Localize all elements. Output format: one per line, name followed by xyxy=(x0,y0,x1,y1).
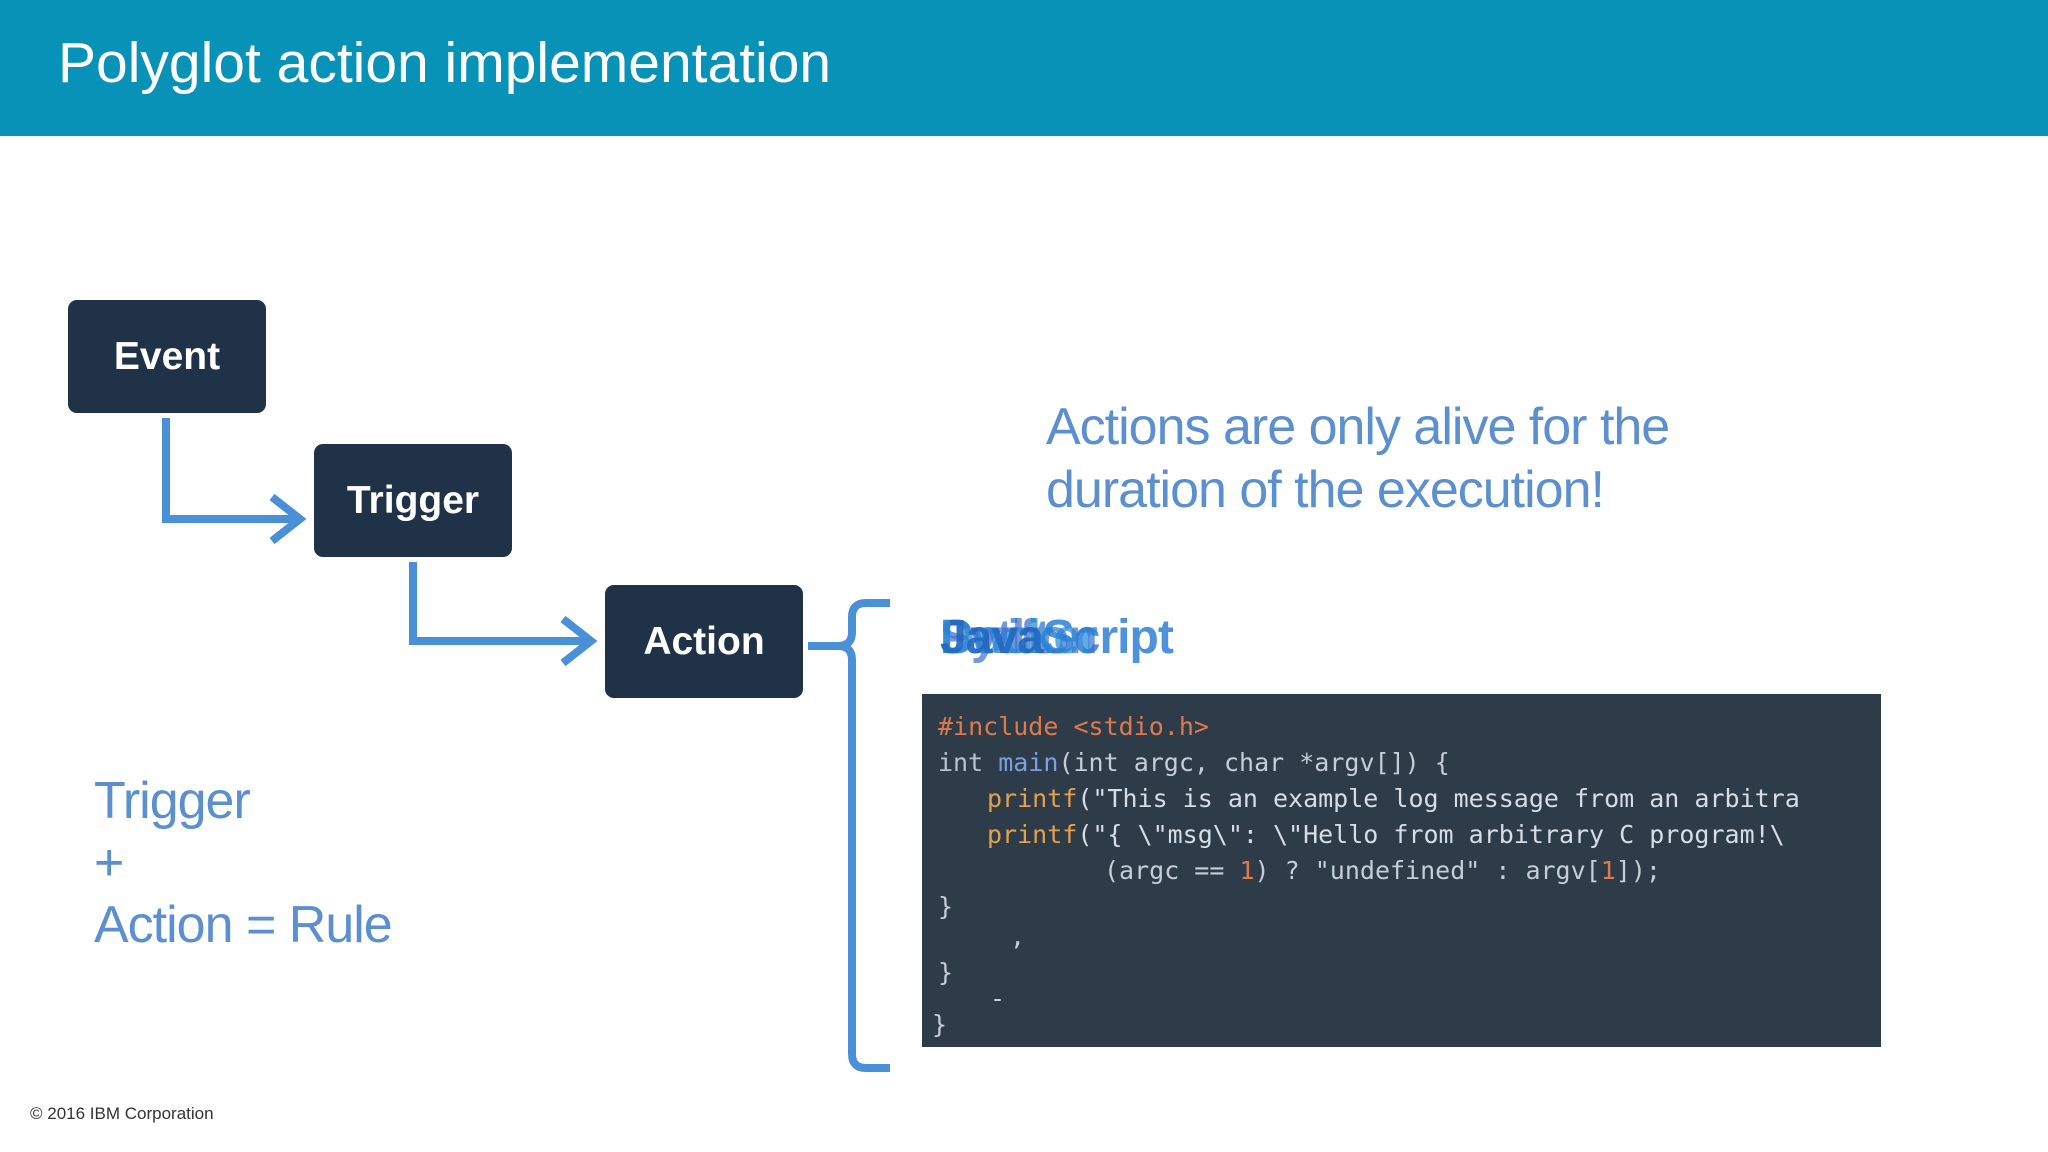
arrow-head-action xyxy=(560,615,598,667)
slide-header: Polyglot action implementation xyxy=(0,0,2048,136)
event-box: Event xyxy=(68,300,266,413)
code-line-1: #include <stdio.h> xyxy=(938,712,1209,741)
slide-title: Polyglot action implementation xyxy=(58,31,832,95)
rule-line-plus: + xyxy=(94,834,124,892)
language-stack: JavaScript Swift Python Docker Java xyxy=(940,610,1240,670)
action-label: Action xyxy=(643,619,765,663)
rule-equation: Trigger + Action = Rule xyxy=(94,770,393,956)
note-line-1: Actions are only alive for the xyxy=(1046,398,1670,456)
code-line-7: , xyxy=(1010,922,1026,951)
code-line-2: int main(int argc, char *argv[]) { xyxy=(938,748,1450,777)
arrow-trigger-to-action xyxy=(409,562,589,645)
language-label-swift: Swift xyxy=(940,611,1051,664)
code-line-10: } xyxy=(932,1010,948,1039)
language-label-javascript: JavaScript xyxy=(940,611,1174,664)
lifetime-note: Actions are only alive for the duration … xyxy=(1046,396,1766,522)
rule-line-trigger: Trigger xyxy=(94,772,251,830)
code-line-9: - xyxy=(990,984,1006,1013)
code-line-5: (argc == 1) ? "undefined" : argv[1]); xyxy=(1104,856,1661,885)
code-line-4: printf("{ \"msg\": \"Hello from arbitrar… xyxy=(987,820,1785,849)
language-label-docker: Docker xyxy=(940,611,1098,664)
arrow-event-to-trigger xyxy=(162,418,298,523)
trigger-label: Trigger xyxy=(346,478,480,522)
arrow-head-trigger xyxy=(269,493,307,545)
note-line-2: duration of the execution! xyxy=(1046,461,1605,519)
event-label: Event xyxy=(113,334,221,378)
code-line-8: } xyxy=(938,958,954,987)
code-sample: #include <stdio.h> int main(int argc, ch… xyxy=(922,694,1881,1047)
code-line-6: } xyxy=(938,892,954,921)
trigger-box: Trigger xyxy=(314,444,512,557)
action-box: Action xyxy=(605,585,803,698)
code-line-3: printf("This is an example log message f… xyxy=(987,784,1800,813)
curly-brace xyxy=(808,599,890,1072)
rule-line-action-rule: Action = Rule xyxy=(94,896,393,954)
copyright-footer: © 2016 IBM Corporation xyxy=(30,1104,214,1123)
language-label-java: Java xyxy=(940,611,1044,664)
language-label-python: Python xyxy=(940,611,1098,664)
